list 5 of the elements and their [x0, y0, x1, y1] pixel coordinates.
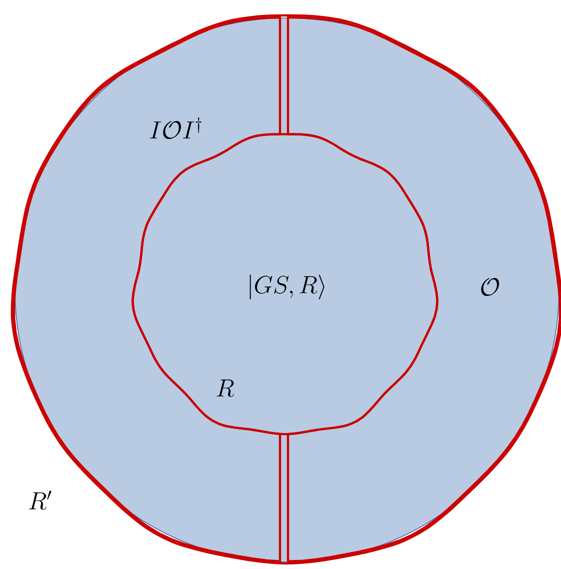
region-label: $I\mathcal{O}I^\dagger$: [150, 117, 202, 140]
boundary-label: $R$: [216, 380, 234, 397]
boundary-label: $R'$: [29, 490, 52, 510]
region-label: $|GS,R\rangle$: [250, 274, 324, 300]
region-label: $\mathcal{O}$: [481, 278, 500, 296]
